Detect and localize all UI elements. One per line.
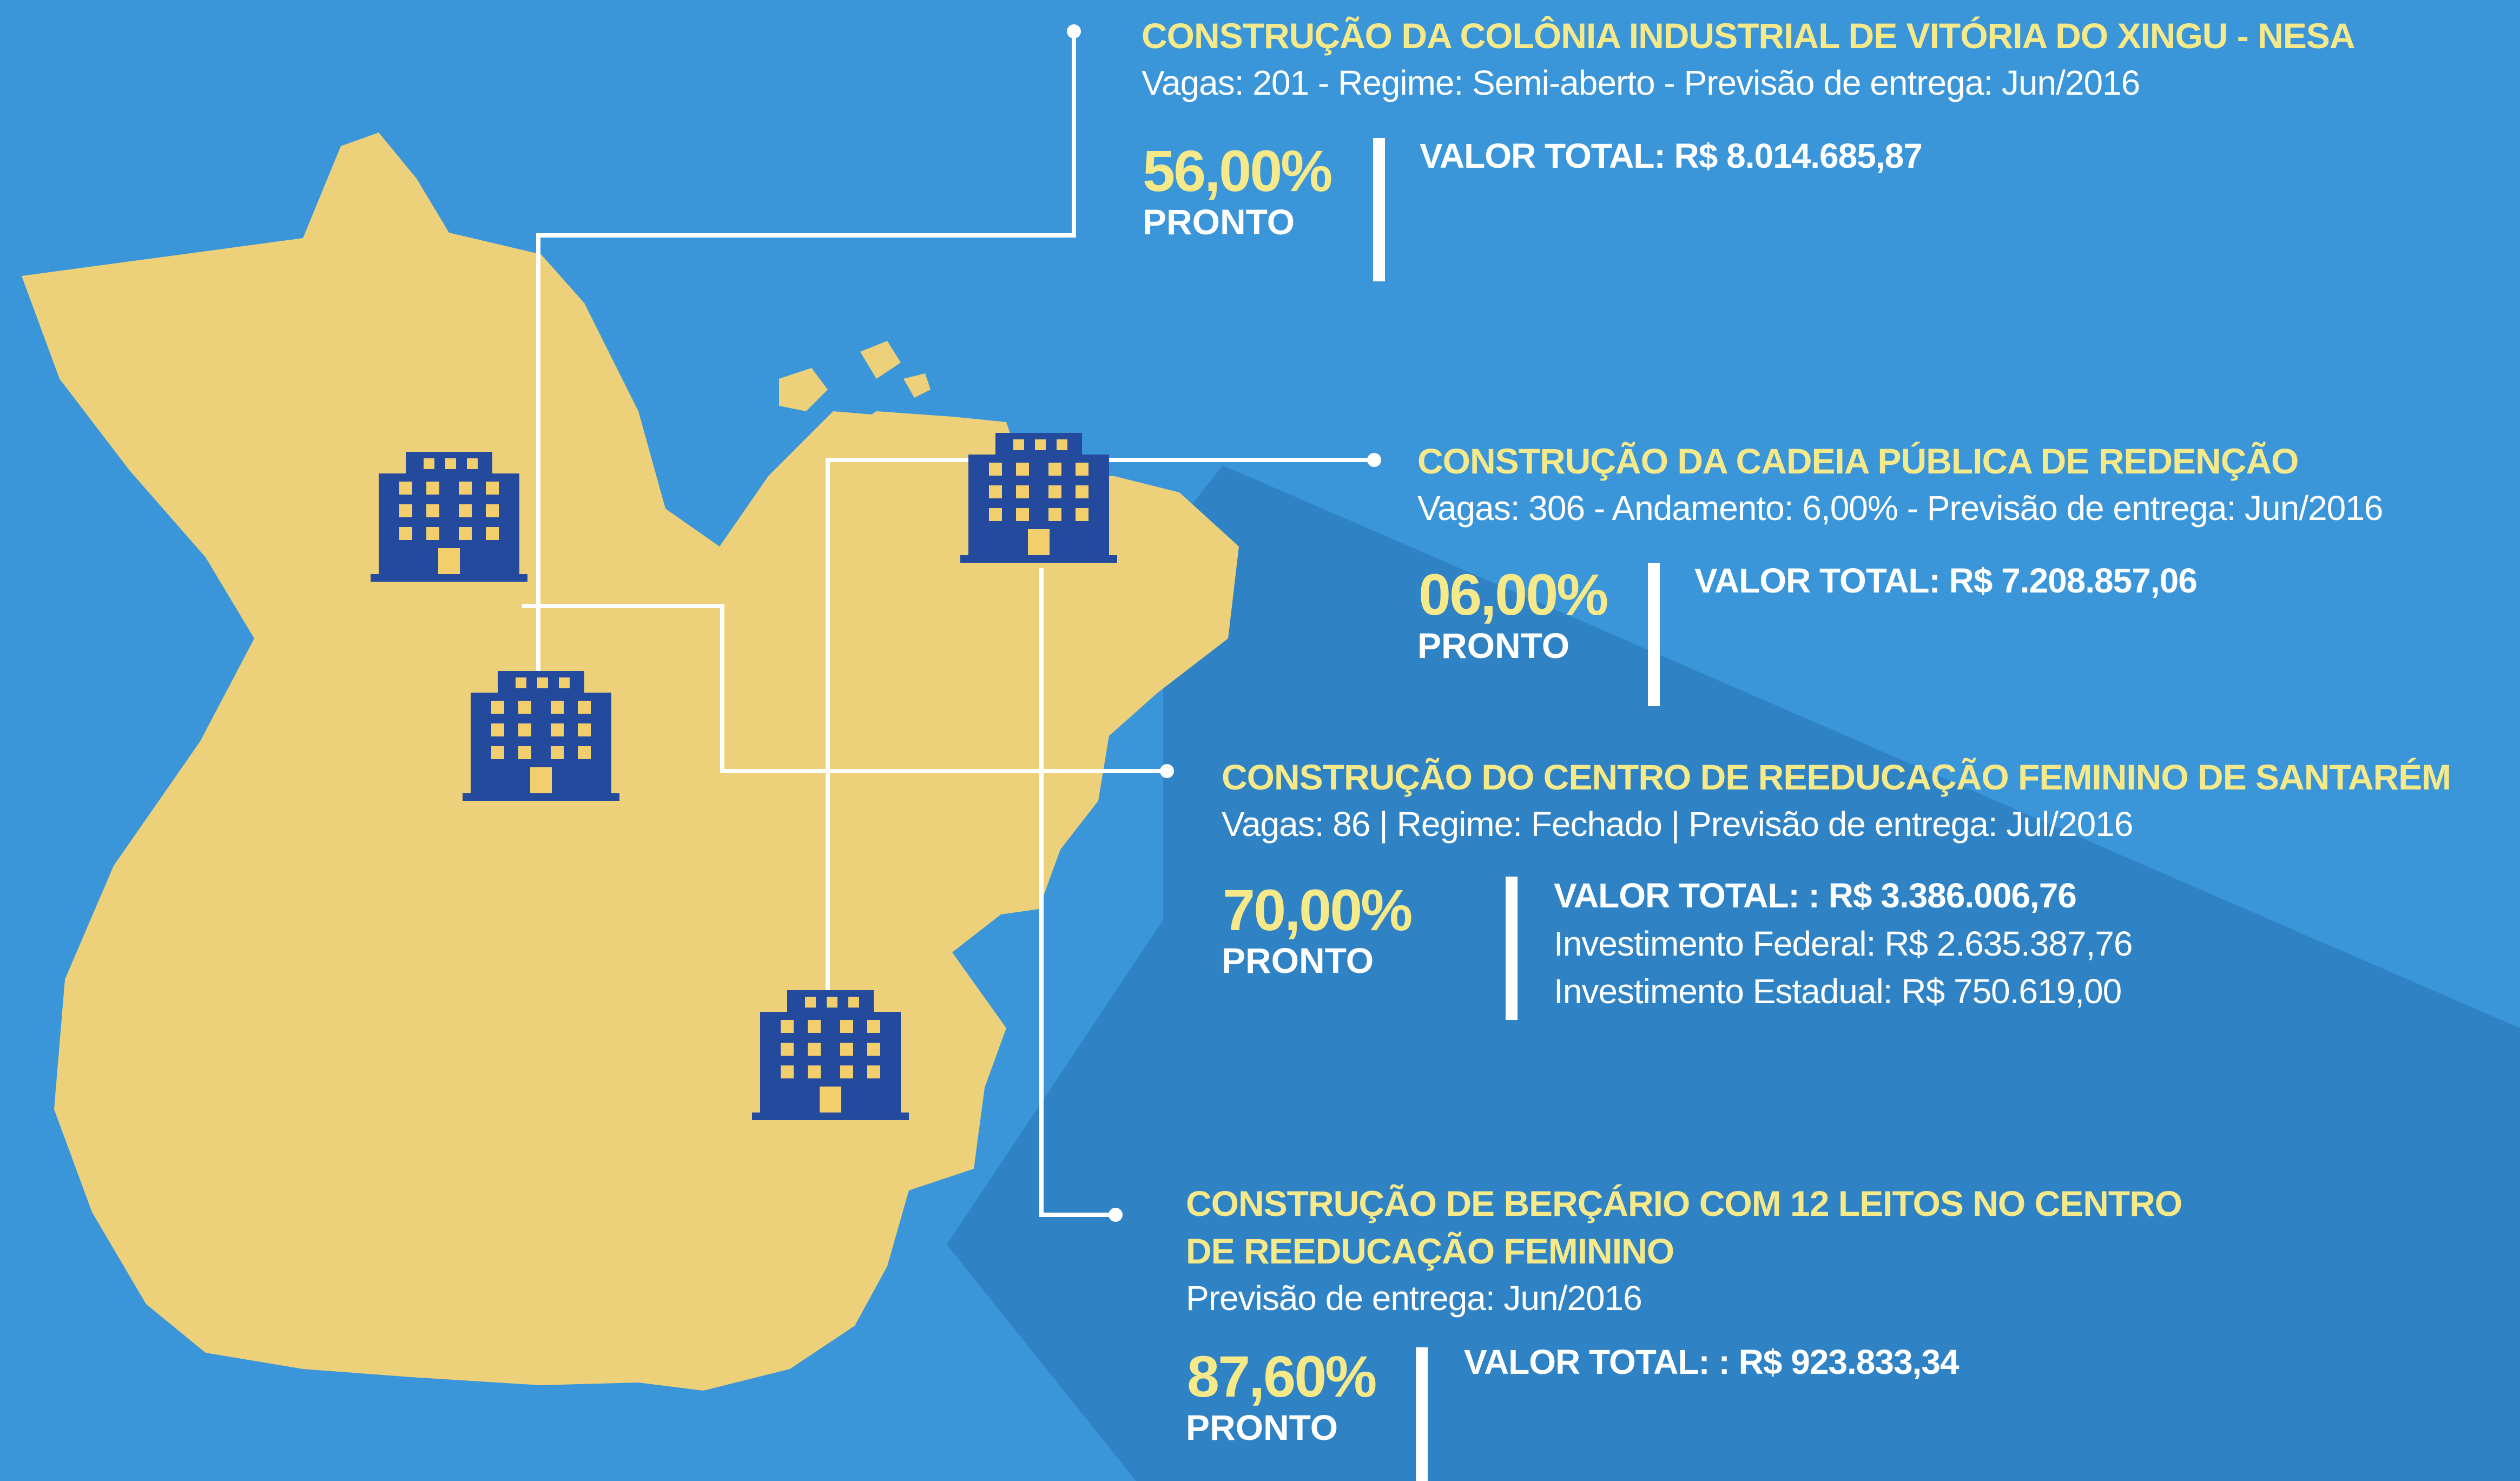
- connector-dot-3: [1160, 764, 1174, 778]
- project-4-details: Previsão de entrega: Jun/2016: [1186, 1279, 1642, 1318]
- island-small-2: [860, 341, 901, 379]
- project-4-title-line2: DE REEDUCAÇÃO FEMININO: [1186, 1231, 1674, 1271]
- building-icon: [371, 452, 527, 582]
- project-1-status: PRONTO: [1143, 202, 1295, 242]
- project-2: CONSTRUÇÃO DA CADEIA PÚBLICA DE REDENÇÃO…: [1417, 437, 2383, 531]
- project-3-details: Vagas: 86 | Regime: Fechado | Previsão d…: [1222, 805, 2133, 844]
- project-2-percent: 06,00%: [1419, 562, 1608, 627]
- island-small-1: [779, 368, 828, 411]
- building-icon: [752, 990, 909, 1120]
- connector-1: [536, 32, 1076, 752]
- building-icon: [463, 671, 619, 801]
- building-icon: [960, 433, 1117, 563]
- project-2-title: CONSTRUÇÃO DA CADEIA PÚBLICA DE REDENÇÃO: [1417, 441, 2299, 481]
- project-4-title-line1: CONSTRUÇÃO DE BERÇÁRIO COM 12 LEITOS NO …: [1186, 1183, 2182, 1223]
- project-4-valor-total: VALOR TOTAL: : R$ 923.833,34: [1464, 1342, 1959, 1381]
- connector-dot-1: [1067, 24, 1081, 38]
- project-4: CONSTRUÇÃO DE BERÇÁRIO COM 12 LEITOS NO …: [1186, 1180, 2182, 1321]
- project-4-status: PRONTO: [1186, 1407, 1338, 1447]
- island-small-4: [795, 455, 828, 479]
- project-2-valor-total: VALOR TOTAL: R$ 7.208.857,06: [1694, 561, 2198, 600]
- project-3-title: CONSTRUÇÃO DO CENTRO DE REEDUCAÇÃO FEMIN…: [1222, 757, 2451, 797]
- project-4-divider: [1416, 1347, 1428, 1481]
- project-1-title: CONSTRUÇÃO DA COLÔNIA INDUSTRIAL DE VITÓ…: [1142, 16, 2355, 56]
- connector-4: [1039, 568, 1114, 1217]
- project-2-details: Vagas: 306 - Andamento: 6,00% - Previsão…: [1417, 489, 2383, 528]
- connector-3: [522, 604, 1166, 773]
- project-1: CONSTRUÇÃO DA COLÔNIA INDUSTRIAL DE VITÓ…: [1142, 12, 2355, 106]
- project-3: CONSTRUÇÃO DO CENTRO DE REEDUCAÇÃO FEMIN…: [1222, 753, 2451, 847]
- island-small-3: [903, 373, 931, 398]
- project-3-status: PRONTO: [1222, 940, 1374, 980]
- project-3-investimento-estadual: Investimento Estadual: R$ 750.619,00: [1554, 972, 2122, 1011]
- project-1-divider: [1373, 138, 1385, 281]
- project-3-investimento-federal: Investimento Federal: R$ 2.635.387,76: [1554, 924, 2133, 963]
- project-3-percent: 70,00%: [1223, 877, 1413, 943]
- project-3-divider: [1506, 877, 1518, 1020]
- map-shadow: [947, 465, 2520, 1481]
- project-2-status: PRONTO: [1417, 626, 1570, 666]
- project-4-percent: 87,60%: [1187, 1344, 1377, 1409]
- connector-2: [826, 458, 1374, 1071]
- project-3-valor-total: VALOR TOTAL: : R$ 3.386.006,76: [1554, 876, 2077, 915]
- connector-dot-4: [1109, 1208, 1123, 1222]
- project-1-valor-total: VALOR TOTAL: R$ 8.014.685,87: [1420, 136, 1923, 175]
- project-1-details: Vagas: 201 - Regime: Semi-aberto - Previ…: [1142, 63, 2140, 102]
- project-1-percent: 56,00%: [1143, 138, 1332, 203]
- connector-dot-2: [1367, 453, 1381, 467]
- project-2-divider: [1648, 563, 1660, 706]
